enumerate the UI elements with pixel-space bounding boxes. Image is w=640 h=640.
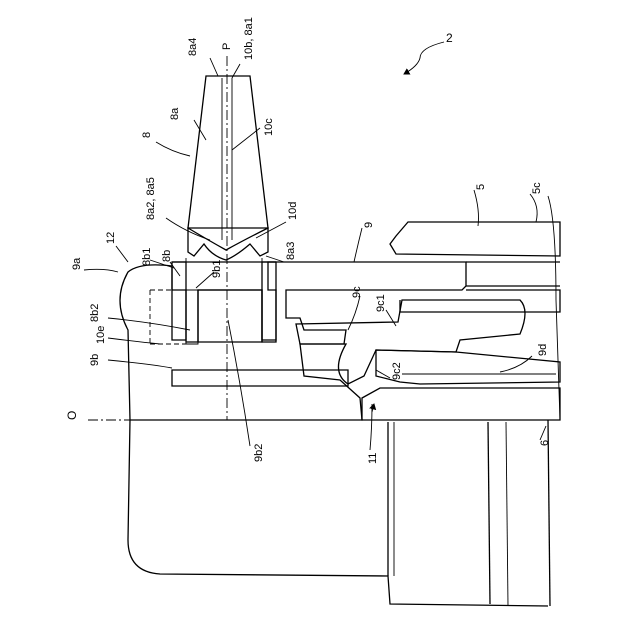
label-8a: 8a (169, 107, 181, 120)
sleeve-8b (172, 258, 276, 340)
label-12: 12 (105, 232, 117, 244)
view-arrow-2 (404, 42, 444, 74)
label-9d: 9d (537, 344, 549, 356)
label-9: 9 (363, 222, 375, 228)
label-9b: 9b (89, 354, 101, 366)
label-11: 11 (367, 453, 379, 464)
leader-lines (84, 58, 546, 450)
label-10c: 10c (263, 118, 275, 136)
label-9b1: 9b1 (211, 260, 223, 278)
label-2: 2 (446, 31, 453, 45)
nozzle-8a (188, 76, 268, 260)
label-8b: 8b (161, 250, 173, 262)
housing-9 (120, 262, 466, 420)
label-8b1: 8b1 (141, 248, 153, 266)
label-8b2: 8b2 (89, 304, 101, 322)
label-5: 5 (475, 184, 487, 190)
center-lines (88, 56, 560, 420)
reference-labels: 2 8a4 P 10b, 8a1 8a 8 10c 8a2, 8a5 10d 8… (65, 17, 551, 464)
label-10b-8a1: 10b, 8a1 (243, 17, 255, 60)
label-9b2: 9b2 (253, 444, 265, 462)
label-9c: 9c (351, 286, 363, 298)
part-5 (390, 196, 560, 420)
label-5c: 5c (531, 182, 543, 194)
part-9d (362, 388, 560, 420)
label-8a3: 8a3 (285, 242, 297, 260)
label-10e: 10e (95, 326, 107, 344)
component-6-body (128, 420, 550, 606)
label-8: 8 (141, 132, 153, 138)
label-O: O (65, 411, 79, 420)
label-P: P (221, 43, 233, 50)
label-8a2-8a5: 8a2, 8a5 (145, 177, 157, 220)
part-9c2 (376, 350, 560, 384)
hidden-lines (150, 290, 198, 344)
label-9c1: 9c1 (375, 294, 387, 312)
label-6: 6 (539, 440, 551, 446)
label-9c2: 9c2 (391, 362, 403, 380)
label-10d: 10d (287, 202, 299, 220)
label-9a: 9a (71, 257, 83, 270)
label-8a4: 8a4 (187, 38, 199, 56)
